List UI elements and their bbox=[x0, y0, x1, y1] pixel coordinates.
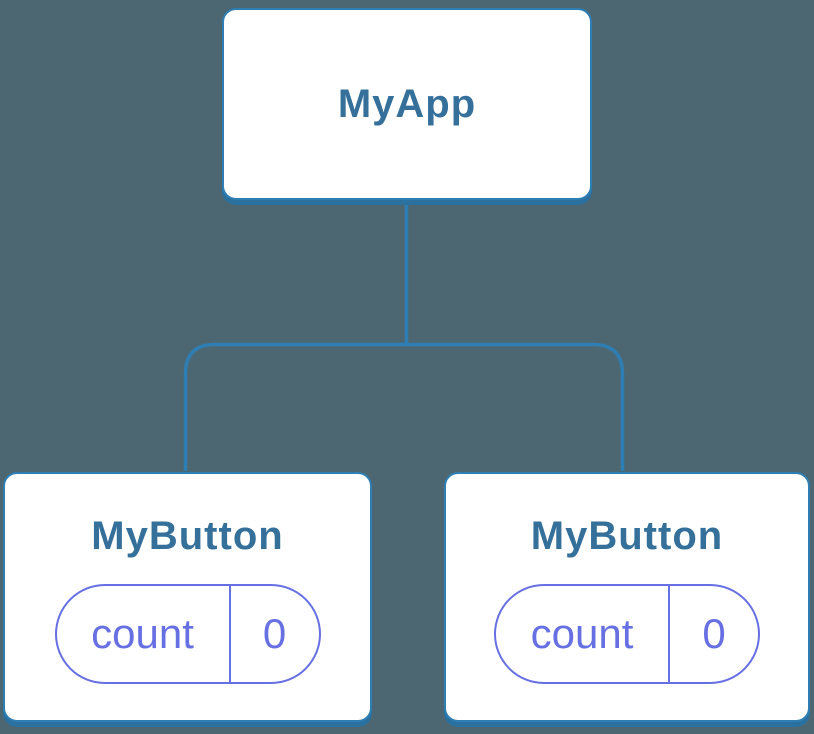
component-label-root: MyApp bbox=[337, 81, 477, 126]
component-node-mybutton-1: MyButton count 0 bbox=[3, 472, 372, 722]
state-pill-1: count 0 bbox=[54, 584, 321, 684]
component-label-mybutton-2: MyButton bbox=[530, 514, 724, 558]
component-label-mybutton-1: MyButton bbox=[91, 514, 284, 558]
state-key-1: count bbox=[57, 586, 231, 682]
component-node-mybutton-2: MyButton count 0 bbox=[444, 472, 810, 722]
state-pill-2: count 0 bbox=[494, 584, 760, 684]
state-key-2: count bbox=[496, 586, 670, 682]
state-value-2: 0 bbox=[702, 610, 726, 657]
state-value-1: 0 bbox=[262, 610, 287, 657]
connector-bracket bbox=[183, 342, 625, 471]
component-node-root: MyApp bbox=[222, 8, 592, 200]
